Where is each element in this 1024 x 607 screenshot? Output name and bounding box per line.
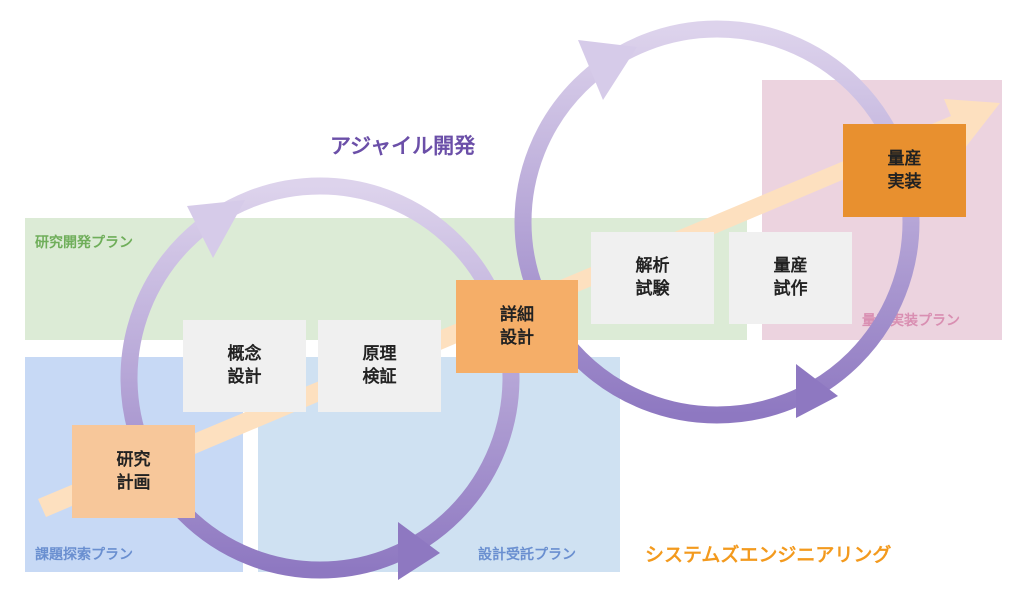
analysis-test-line-2: 試験 xyxy=(635,279,670,299)
systems-engineering-label: システムズエンジニアリング xyxy=(645,544,892,566)
principle-verification-line-2: 検証 xyxy=(362,367,397,387)
analysis-test-line-1: 解析 xyxy=(635,256,670,277)
trial-production-box: 量産 試作 xyxy=(729,232,852,324)
research-plan-box: 研究 計画 xyxy=(72,425,195,518)
principle-verification-box: 原理 検証 xyxy=(318,320,441,412)
trial-production-line-1: 量産 xyxy=(773,256,808,277)
detailed-design-line-2: 設計 xyxy=(500,327,534,348)
agile-cycle-left xyxy=(120,177,520,579)
agile-cycle-left-arrowhead-bottom xyxy=(398,522,440,580)
detailed-design-line-1: 詳細 xyxy=(500,304,534,325)
research-plan-line-2: 計画 xyxy=(116,472,151,493)
concept-design-line-2: 設計 xyxy=(227,367,262,387)
concept-design-line-1: 概念 xyxy=(227,344,262,365)
analysis-test-box: 解析 試験 xyxy=(591,232,714,324)
research-plan-line-1: 研究 xyxy=(116,449,151,470)
mass-production-box: 量産 実装 xyxy=(843,124,966,217)
exploration-plan-label: 課題探索プラン xyxy=(35,547,133,563)
trial-production-line-2: 試作 xyxy=(773,279,808,299)
mass-production-line-2: 実装 xyxy=(887,171,922,192)
detailed-design-box: 詳細 設計 xyxy=(456,280,578,373)
agile-cycle-right-arrowhead-bottom xyxy=(796,364,838,418)
concept-design-box: 概念 設計 xyxy=(183,320,306,412)
principle-verification-line-1: 原理 xyxy=(362,344,397,365)
design-contract-plan-label: 設計受託プラン xyxy=(478,547,576,563)
mass-production-line-1: 量産 xyxy=(887,148,922,169)
agile-development-title: アジャイル開発 xyxy=(330,134,476,158)
research-plan-label: 研究開発プラン xyxy=(35,235,133,251)
agile-cycle-left-arrowhead-top xyxy=(187,200,245,258)
agile-cycle-right-arrowhead-top xyxy=(578,40,637,100)
agile-cycle-right xyxy=(514,20,920,424)
